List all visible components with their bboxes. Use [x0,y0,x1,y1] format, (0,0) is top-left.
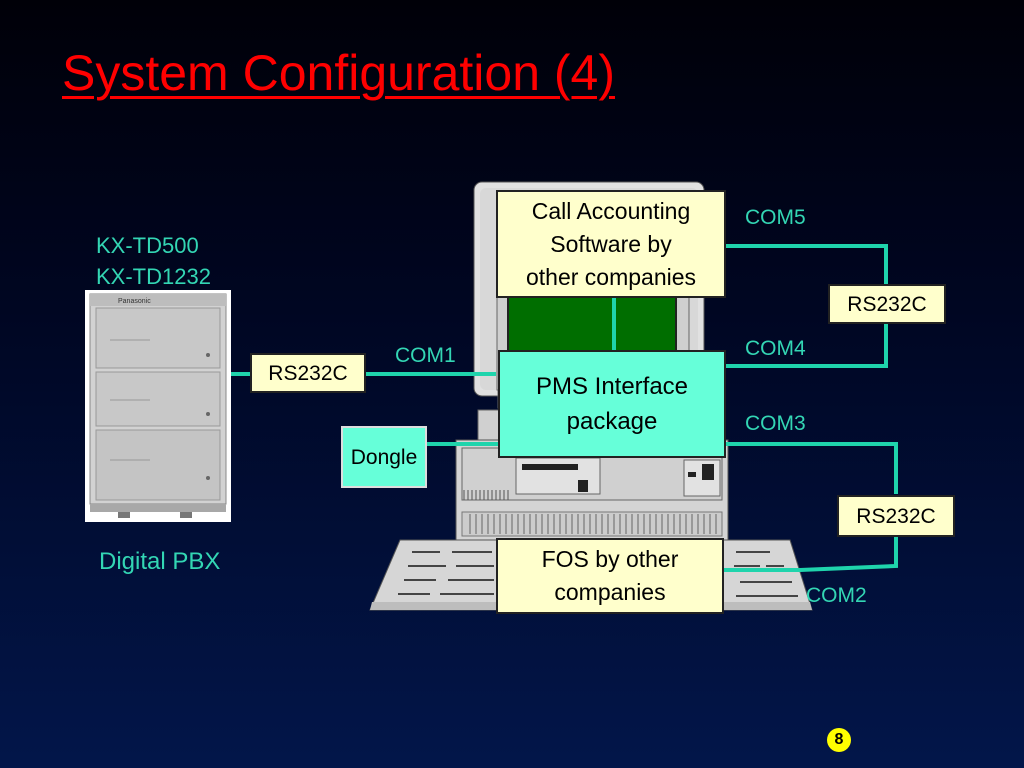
fos-line1: FOS by other [541,546,679,572]
pbx-model-label: KX-TD500 KX-TD1232 [96,230,211,292]
line-com2 [724,536,898,572]
rs232c-box-left: RS232C [250,353,366,393]
line-com3 [726,442,898,494]
pms-interface-box: PMS Interface package [498,350,726,458]
pms-line1: PMS Interface [535,373,689,400]
page-number-badge: 8 [827,728,851,752]
call-accounting-box: Call Accounting Software by other compan… [496,190,726,298]
pbx-model-line2: KX-TD1232 [96,264,211,289]
fos-line2: companies [554,579,666,605]
call-accounting-line1: Call Accounting [531,197,691,224]
line-com5 [704,244,888,286]
com1-label: COM1 [395,344,456,367]
pms-line2: package [566,408,658,435]
dongle-box: Dongle [341,426,427,488]
fos-box: FOS by other companies [496,538,724,614]
line-com4 [704,322,888,368]
rs232c-box-bottom-right: RS232C [837,495,955,537]
com3-label: COM3 [745,412,806,435]
call-accounting-line2: Software by [550,230,672,257]
connection-lines [231,244,898,572]
rs232c-box-top-right: RS232C [828,284,946,324]
pbx-brand-text: Panasonic [118,298,151,305]
call-accounting-line3: other companies [525,263,697,290]
slide-title: System Configuration (4) [62,45,616,101]
com4-label: COM4 [745,337,806,360]
com5-label: COM5 [745,206,806,229]
pbx-cabinet-image: Panasonic [85,290,231,522]
com2-label: COM2 [806,584,867,607]
pbx-model-line1: KX-TD500 [96,233,199,258]
pbx-name-label: Digital PBX [99,548,221,575]
